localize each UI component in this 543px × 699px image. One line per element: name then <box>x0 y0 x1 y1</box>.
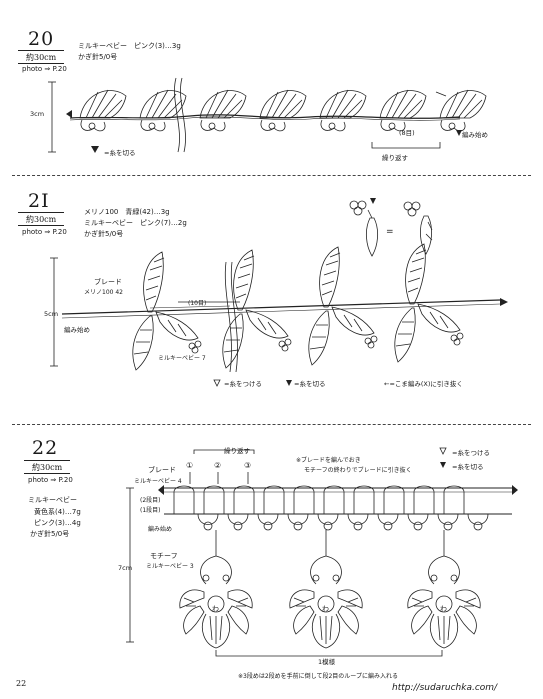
pattern-22-material-1: ミルキーベビー <box>28 496 77 504</box>
pattern-22-legend-cut: =糸を切る <box>452 463 484 471</box>
pattern-22-row-2: (2段目) <box>140 497 161 504</box>
pattern-22-braid-label: ブレード <box>148 466 176 474</box>
pattern-21-height: 5cm <box>44 310 59 318</box>
pattern-20-start: 編み始め <box>462 131 488 139</box>
pattern-22-unit: 1模様 <box>318 658 336 666</box>
pattern-20-photo-ref: photo ⇒ P.20 <box>22 65 67 73</box>
pattern-22-material-2: 黄色系(4)…7g <box>34 508 81 516</box>
pattern-21-material-3: かぎ針5/0号 <box>84 230 124 238</box>
pattern-22-footnote: ※3段めは2段めを手前に倒して段2目のループに編み入れる <box>238 673 398 680</box>
pattern-21-length: 約30cm <box>26 215 57 224</box>
pattern-20-material-2: かぎ針5/0号 <box>78 53 118 61</box>
pattern-20-number: 20 <box>28 28 55 50</box>
motif-center-mark: わ <box>440 605 447 613</box>
pattern-22-circle-3: ③ <box>244 461 252 470</box>
pattern-22-motif-yarn: ミルキーベビー 3 <box>146 563 194 570</box>
divider <box>18 63 64 64</box>
motif-center-mark: わ <box>212 605 219 613</box>
pattern-22-height: 7cm <box>118 564 133 572</box>
section-divider <box>12 424 531 425</box>
divider <box>18 50 64 51</box>
pattern-21-material-2: ミルキーベビー ピンク(7)…2g <box>84 219 187 227</box>
pattern-22-legend-attach: =糸をつける <box>452 449 490 457</box>
pattern-22-note-1: ※ブレードを編んでおき <box>296 457 361 464</box>
pattern-21-start: 編み始め <box>64 326 90 334</box>
pattern-22-material-3: ピンク(3)…4g <box>34 519 81 527</box>
pattern-21-flower-yarn: ミルキーベビー 7 <box>158 355 206 362</box>
pattern-21-photo-ref: photo ⇒ P.20 <box>22 228 67 236</box>
pattern-21-braid-yarn: メリノ100 42 <box>84 289 123 296</box>
pattern-22-length: 約30cm <box>32 463 63 472</box>
pattern-22-repeat: 繰り返す <box>224 447 250 455</box>
page-number: 22 <box>16 679 27 688</box>
section-divider <box>12 175 531 176</box>
pattern-22-material-4: かぎ針5/0号 <box>30 530 70 538</box>
divider <box>24 473 70 474</box>
pattern-22-motif-label: モチーフ <box>150 552 178 560</box>
pattern-22-circle-1: ① <box>186 461 194 470</box>
pattern-20-rows: (8目) <box>399 129 415 137</box>
pattern-20-repeat: 繰り返す <box>382 154 408 162</box>
pattern-22-photo-ref: photo ⇒ P.20 <box>28 476 73 484</box>
divider <box>24 460 70 461</box>
motif-center-mark: わ <box>322 605 329 613</box>
pattern-22-note-2: モチーフの終わりでブレードに引き抜く <box>304 467 412 474</box>
pattern-20-length: 約30cm <box>26 53 57 62</box>
pattern-22-circle-2: ② <box>214 461 222 470</box>
pattern-22-braid-yarn: ミルキーベビー 4 <box>134 478 182 485</box>
pattern-22-number: 22 <box>32 437 59 459</box>
pattern-21-braid-label: ブレード <box>94 278 122 286</box>
pattern-21-legend-attach: =糸をつける <box>224 380 262 388</box>
pattern-21-equals: = <box>386 227 394 237</box>
divider <box>18 212 64 213</box>
pattern-21-stitch-count: (10目) <box>188 300 207 307</box>
pattern-20-legend-cut: =糸を切る <box>104 149 136 157</box>
pattern-21-number: 2I <box>28 190 50 212</box>
divider <box>18 225 64 226</box>
pattern-20-height: 3cm <box>30 110 45 118</box>
pattern-22-row-1: (1段目) <box>140 507 161 514</box>
pattern-20-material-1: ミルキーベビー ピンク(3)…3g <box>78 42 181 50</box>
pattern-22-start: 編み始め <box>148 526 173 533</box>
pattern-21-material-1: メリノ100 青緑(42)…3g <box>84 208 170 216</box>
pattern-21-legend-pull: ←=こま編み(X)に引き抜く <box>384 380 463 388</box>
watermark-url: http://sudaruchka.com/ <box>392 683 498 693</box>
pattern-21-legend-cut: =糸を切る <box>294 380 326 388</box>
